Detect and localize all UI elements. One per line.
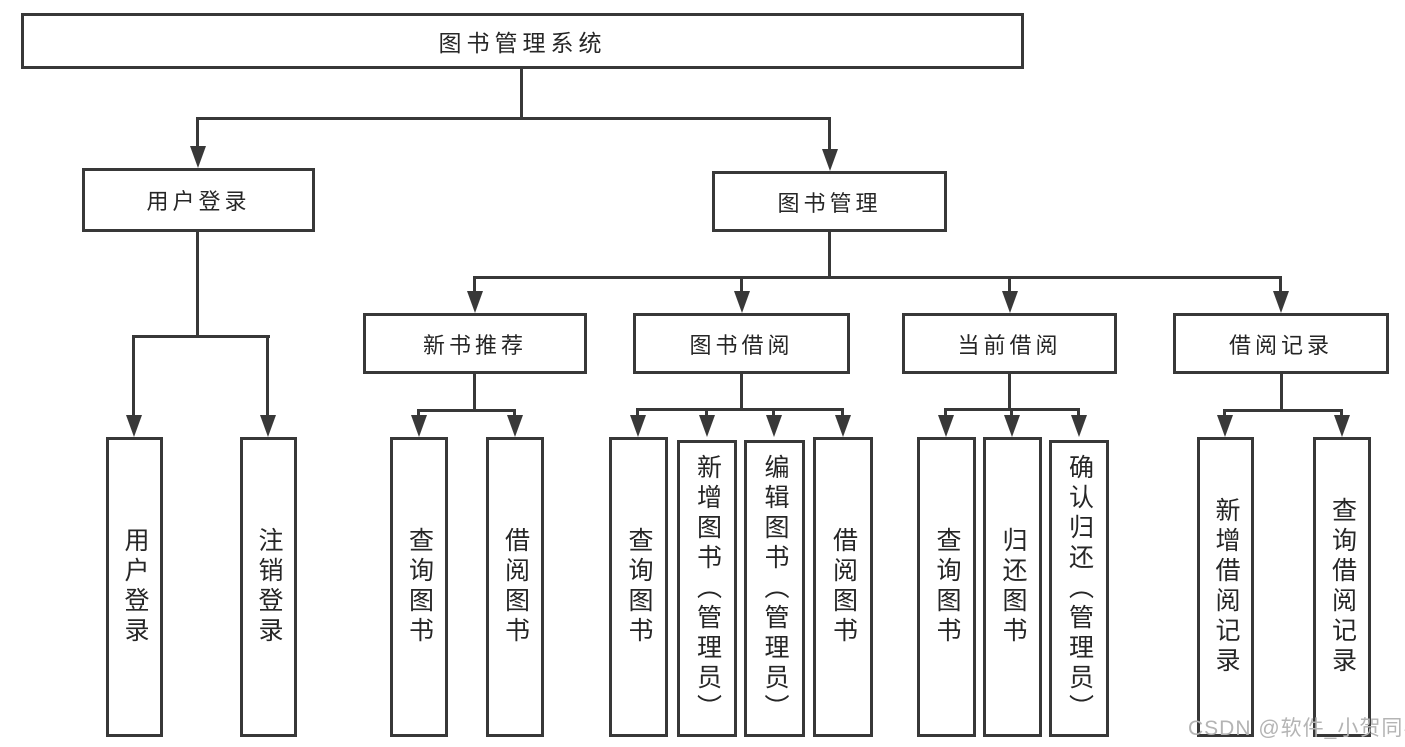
node-label: 当前借阅 [957, 332, 1062, 358]
connector-line [1340, 409, 1343, 418]
connector-line [132, 335, 135, 417]
arrow-down-icon [835, 415, 851, 437]
arrow-down-icon [260, 415, 276, 437]
arrow-down-icon [938, 415, 954, 437]
connector-line [828, 117, 831, 151]
connector-line [473, 374, 476, 412]
node-label: 借阅图书 [501, 527, 530, 647]
arrow-down-icon [1217, 415, 1233, 437]
node-label: 图书借阅 [689, 332, 794, 358]
connector-line [473, 276, 476, 293]
arrow-down-icon [1071, 415, 1087, 437]
connector-line [740, 276, 743, 293]
node-label: 图书管理 [777, 190, 882, 216]
connector-line [196, 117, 199, 148]
arrow-down-icon [190, 146, 206, 168]
connector-line [1223, 409, 1226, 418]
node-book-management-branch: 图书管理 [712, 171, 947, 232]
node-label: 确认归还（管理员） [1065, 453, 1094, 724]
node-label: 图书管理系统 [438, 30, 607, 56]
leaf-cb-return-books: 归还图书 [983, 437, 1042, 737]
arrow-down-icon [734, 291, 750, 313]
connector-line [1077, 408, 1080, 418]
node-label: 查询借阅记录 [1328, 497, 1357, 677]
connector-line [418, 409, 516, 412]
node-label: 借阅图书 [829, 527, 858, 647]
arrow-down-icon [126, 415, 142, 437]
node-borrowing-records: 借阅记录 [1173, 313, 1389, 374]
node-label: 新增图书（管理员） [693, 453, 722, 724]
connector-line [1008, 374, 1011, 411]
connector-line [1010, 408, 1013, 418]
arrow-down-icon [699, 415, 715, 437]
leaf-nb-query-books: 查询图书 [390, 437, 448, 737]
connector-line [1280, 374, 1283, 412]
leaf-nb-borrow-books: 借阅图书 [486, 437, 544, 737]
connector-line [197, 117, 831, 120]
connector-line [520, 69, 523, 120]
node-label: 查询图书 [405, 527, 434, 647]
node-label: 用户登录 [146, 189, 251, 214]
node-label: 查询图书 [933, 527, 961, 647]
node-new-book-recommend: 新书推荐 [363, 313, 587, 374]
leaf-br-query-record: 查询借阅记录 [1313, 437, 1371, 737]
connector-line [636, 408, 639, 418]
node-label: 归还图书 [999, 527, 1027, 647]
arrow-down-icon [1002, 291, 1018, 313]
leaf-bb-add-books-admin: 新增图书（管理员） [677, 440, 737, 737]
connector-line [841, 408, 844, 418]
node-label: 借阅记录 [1228, 332, 1333, 358]
node-library-management-system: 图书管理系统 [21, 13, 1024, 69]
leaf-br-add-record: 新增借阅记录 [1197, 437, 1254, 737]
leaf-user-login: 用户登录 [106, 437, 163, 737]
leaf-bb-edit-books-admin: 编辑图书（管理员） [744, 440, 805, 737]
arrow-down-icon [1004, 415, 1020, 437]
connector-line [474, 276, 1282, 279]
node-label: 查询图书 [625, 527, 653, 647]
arrow-down-icon [766, 415, 782, 437]
arrow-down-icon [1273, 291, 1289, 313]
leaf-bb-borrow-books: 借阅图书 [813, 437, 873, 737]
connector-line [1008, 276, 1011, 293]
connector-line [417, 409, 420, 418]
connector-line [944, 408, 947, 418]
arrow-down-icon [411, 415, 427, 437]
connector-line [266, 335, 269, 417]
connector-line [772, 408, 775, 418]
node-book-borrowing: 图书借阅 [633, 313, 850, 374]
connector-line [1279, 276, 1282, 293]
arrow-down-icon [507, 415, 523, 437]
node-label: 新书推荐 [422, 332, 527, 358]
node-label: 用户登录 [121, 527, 149, 647]
leaf-cb-confirm-return-admin: 确认归还（管理员） [1049, 440, 1109, 737]
node-label: 新增借阅记录 [1212, 497, 1240, 677]
connector-line [196, 232, 199, 338]
connector-line [705, 408, 708, 418]
arrow-down-icon [1334, 415, 1350, 437]
watermark: CSDN @软件_小贺同学 [1188, 717, 1405, 740]
leaf-logout: 注销登录 [240, 437, 297, 737]
connector-line [513, 409, 516, 418]
node-current-borrowing: 当前借阅 [902, 313, 1117, 374]
connector-line [1224, 409, 1343, 412]
node-label: 编辑图书（管理员） [761, 453, 789, 724]
leaf-bb-query-books: 查询图书 [609, 437, 668, 737]
arrow-down-icon [467, 291, 483, 313]
connector-line [133, 335, 270, 338]
connector-line [828, 232, 831, 279]
connector-line [637, 408, 844, 411]
connector-line [740, 374, 743, 411]
arrow-down-icon [822, 149, 838, 171]
node-label: 注销登录 [255, 527, 283, 647]
arrow-down-icon [630, 415, 646, 437]
leaf-cb-query-books: 查询图书 [917, 437, 976, 737]
node-user-login-branch: 用户登录 [82, 168, 315, 232]
